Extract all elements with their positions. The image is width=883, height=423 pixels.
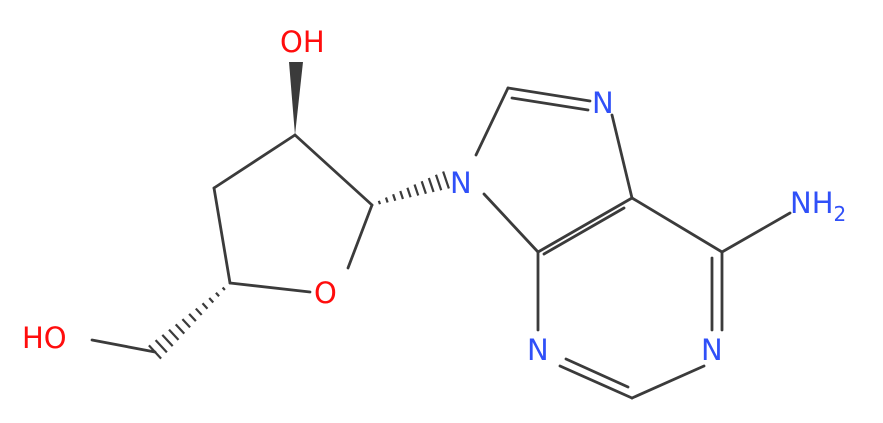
bond-c4-n9 bbox=[482, 192, 540, 254]
bond-c6-nh2 bbox=[720, 211, 792, 254]
hash-wedge-c4-n9 bbox=[377, 171, 450, 205]
bond-c5-c4 bbox=[536, 196, 634, 254]
atom-nh2: NH2 bbox=[790, 186, 846, 226]
hash-stripe bbox=[195, 307, 203, 316]
bond-c5-c6 bbox=[630, 196, 724, 254]
hash-stripe bbox=[161, 334, 174, 347]
atom-n9: N bbox=[450, 166, 472, 200]
hash-stripe bbox=[168, 328, 180, 341]
bond-c5-c4-inner bbox=[542, 206, 626, 256]
hash-stripe bbox=[208, 297, 215, 304]
bond-n1-c2 bbox=[630, 364, 706, 400]
atom-nh2-subscript: 2 bbox=[834, 202, 847, 226]
bonds bbox=[90, 86, 792, 400]
hash-stripe bbox=[427, 177, 435, 193]
bond-c8-n7-b bbox=[510, 96, 590, 112]
atom-labels: OH HO O N N N N NH2 bbox=[22, 25, 846, 367]
bond-o-c4 bbox=[346, 203, 374, 270]
atom-ho-left: HO bbox=[22, 321, 67, 355]
hash-stripe bbox=[420, 180, 427, 195]
bond-c2-c1 bbox=[212, 186, 232, 285]
bond-c8-n7-a bbox=[506, 86, 592, 103]
bond-c1-o bbox=[228, 281, 312, 294]
atom-n3: N bbox=[527, 333, 549, 367]
wedge-c3-oh bbox=[289, 62, 303, 135]
atom-nh2-main: NH bbox=[790, 186, 834, 220]
hash-stripe bbox=[215, 292, 220, 297]
hash-stripe bbox=[148, 344, 162, 360]
hash-stripe bbox=[434, 174, 443, 191]
hash-wedge-c1-ch2 bbox=[148, 286, 226, 360]
bond-c3-c2 bbox=[212, 133, 297, 190]
atom-oh-top: OH bbox=[280, 25, 325, 59]
bond-c4-c3 bbox=[293, 133, 374, 207]
bond-n7-c5 bbox=[610, 113, 634, 200]
hash-stripe bbox=[201, 302, 209, 310]
hash-stripe bbox=[221, 286, 226, 291]
hash-stripe bbox=[154, 339, 168, 354]
bond-n9-c8 bbox=[474, 86, 510, 157]
hash-stripe bbox=[181, 318, 191, 329]
hash-stripe bbox=[413, 184, 420, 196]
bond-c2-n3-a bbox=[558, 364, 634, 400]
atom-o-ring: O bbox=[314, 276, 337, 310]
hash-stripe bbox=[392, 193, 397, 202]
atom-n7: N bbox=[592, 86, 614, 120]
hash-stripe bbox=[384, 197, 389, 203]
hash-stripe bbox=[377, 200, 382, 205]
hash-stripe bbox=[174, 323, 186, 335]
hash-stripe bbox=[188, 313, 197, 322]
hash-stripe bbox=[442, 171, 450, 189]
bond-ch2-ho bbox=[90, 338, 157, 354]
bond-c2-n3-b bbox=[564, 357, 630, 389]
hash-stripe bbox=[406, 187, 412, 198]
atom-n1: N bbox=[701, 333, 723, 367]
hash-stripe bbox=[399, 190, 404, 200]
